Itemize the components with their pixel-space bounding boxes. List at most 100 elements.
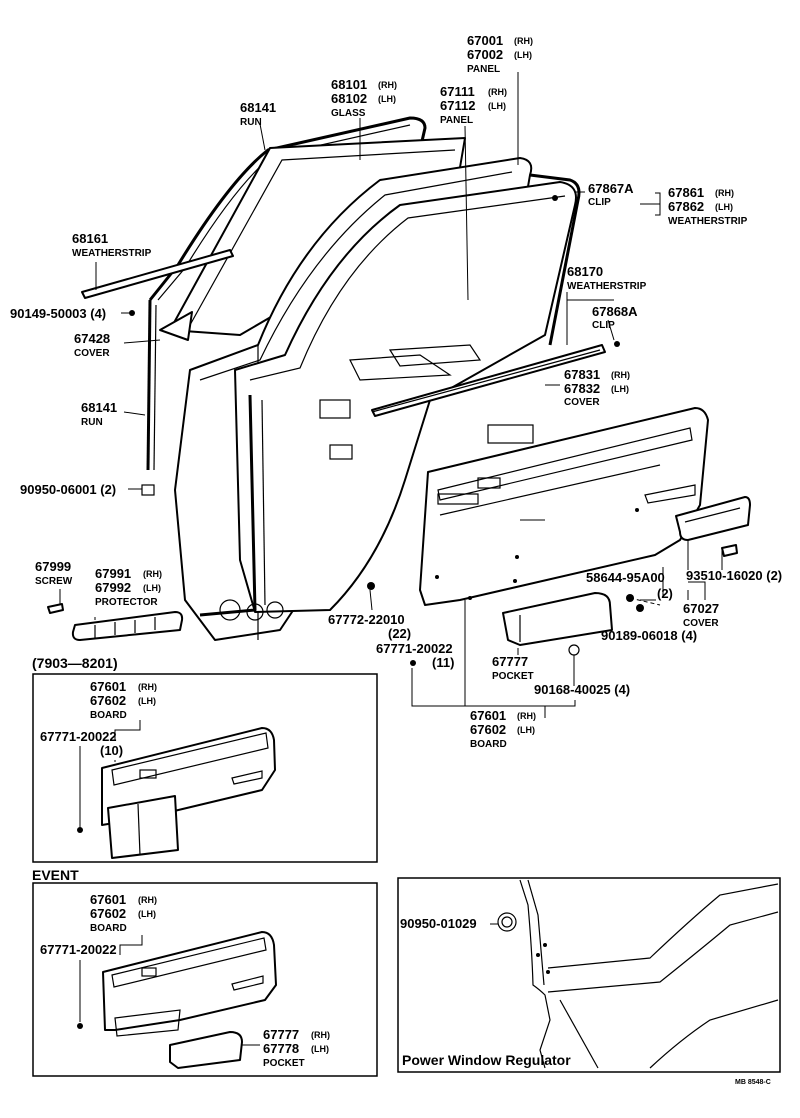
- callout-67992-sfx: (LH): [143, 583, 161, 593]
- callout-68101-num: 68101: [331, 77, 367, 92]
- callout-67602-num: 67602: [470, 722, 506, 737]
- svg-text:67868A: 67868A: [592, 304, 638, 319]
- callout-68102-name: GLASS: [331, 108, 366, 119]
- svg-text:(RH): (RH): [715, 188, 734, 198]
- screw-67999: [47, 603, 64, 614]
- box2-67778-sfx: (LH): [311, 1044, 329, 1054]
- svg-text:PANEL: PANEL: [467, 64, 500, 75]
- variant-box-7903-8201: (7903—8201) 67601 (RH) 67602 (LH) BOARD …: [32, 655, 378, 863]
- box1-67771-num: 67771-20022: [40, 729, 117, 744]
- callout-67991-sfx: (RH): [143, 569, 162, 579]
- clip-67771: [410, 660, 416, 666]
- front-run-strip: [146, 299, 152, 471]
- svg-text:Power Window Regulator: Power Window Regulator: [402, 1052, 571, 1068]
- svg-text:(2): (2): [657, 586, 673, 601]
- box2-67602-sfx: (LH): [138, 909, 156, 919]
- corner-cover: [159, 311, 193, 341]
- callout-67027-name: COVER: [683, 618, 719, 629]
- callout-67992-num: 67992: [95, 580, 131, 595]
- svg-text:90950-06001 (2): 90950-06001 (2): [20, 482, 116, 497]
- box2-67602-num: 67602: [90, 906, 126, 921]
- box2-67777-sfx: (RH): [311, 1030, 330, 1040]
- power-window-regulator-box: 90950-01029 Power Window Regulator: [397, 877, 781, 1073]
- callout-67868a-num: 67868A: [592, 304, 638, 319]
- callout-67601-sfx: (RH): [517, 711, 536, 721]
- callout-68101-sfx: (RH): [378, 80, 397, 90]
- svg-text:COVER: COVER: [683, 618, 719, 629]
- callout-67991-num: 67991: [95, 566, 131, 581]
- svg-text:BOARD: BOARD: [90, 710, 127, 721]
- callout-67832-num: 67832: [564, 381, 600, 396]
- svg-text:(RH): (RH): [143, 569, 162, 579]
- callout-67992-name: PROTECTOR: [95, 597, 158, 608]
- svg-text:CLIP: CLIP: [588, 197, 611, 208]
- svg-text:(LH): (LH): [378, 94, 396, 104]
- callout-67861-num: 67861: [668, 185, 704, 200]
- svg-text:(RH): (RH): [517, 711, 536, 721]
- callout-67771-num: 67771-20022: [376, 641, 453, 656]
- svg-text:67832: 67832: [564, 381, 600, 396]
- box1-heading: (7903—8201): [32, 655, 118, 671]
- callout-67999-num: 67999: [35, 559, 71, 574]
- callout-67772-num: 67772-22010: [328, 612, 405, 627]
- svg-text:(RH): (RH): [311, 1030, 330, 1040]
- svg-text:67772-22010: 67772-22010: [328, 612, 405, 627]
- callout-67001-num: 67001: [467, 33, 503, 48]
- map-pocket: [502, 592, 613, 646]
- callout-67862-sfx: (LH): [715, 202, 733, 212]
- clip-67867a: [552, 195, 558, 201]
- callout-67112-name: PANEL: [440, 115, 473, 126]
- svg-text:(LH): (LH): [311, 1044, 329, 1054]
- box2-67778-num: 67778: [263, 1041, 299, 1056]
- box2-67601-sfx: (RH): [138, 895, 157, 905]
- box2-pocket: [169, 1031, 243, 1069]
- svg-text:68170: 68170: [567, 264, 603, 279]
- box1-67601-sfx: (RH): [138, 682, 157, 692]
- svg-text:(RH): (RH): [138, 895, 157, 905]
- callout-67772-qty: (22): [388, 626, 411, 641]
- box2-67777-num: 67777: [263, 1027, 299, 1042]
- svg-text:(LH): (LH): [488, 101, 506, 111]
- svg-text:(LH): (LH): [138, 909, 156, 919]
- callout-90950a-num: 90950-06001 (2): [20, 482, 116, 497]
- svg-text:67861: 67861: [668, 185, 704, 200]
- svg-text:67002: 67002: [467, 47, 503, 62]
- svg-text:67992: 67992: [95, 580, 131, 595]
- callout-90189-num: 90189-06018 (4): [601, 628, 697, 643]
- box3-grommet: [497, 912, 517, 932]
- svg-text:(RH): (RH): [514, 36, 533, 46]
- svg-text:WEATHERSTRIP: WEATHERSTRIP: [668, 216, 748, 227]
- box1-67602-num: 67602: [90, 693, 126, 708]
- svg-text:68141: 68141: [240, 100, 276, 115]
- callout-67867a-name: CLIP: [588, 197, 611, 208]
- svg-text:68102: 68102: [331, 91, 367, 106]
- door-protector: [71, 611, 184, 641]
- svg-text:POCKET: POCKET: [492, 671, 534, 682]
- box3-title: Power Window Regulator: [402, 1052, 571, 1068]
- callout-67832-name: COVER: [564, 397, 600, 408]
- screw-93510: [721, 544, 738, 557]
- callout-67112-sfx: (LH): [488, 101, 506, 111]
- svg-text:67602: 67602: [90, 693, 126, 708]
- callout-68161-num: 68161: [72, 231, 108, 246]
- box1-pocket: [107, 795, 179, 859]
- svg-text:PANEL: PANEL: [440, 115, 473, 126]
- svg-text:WEATHERSTRIP: WEATHERSTRIP: [567, 281, 647, 292]
- svg-text:68101: 68101: [331, 77, 367, 92]
- callouts: 67001 (RH) 67002 (LH) PANEL 68101 (RH) 6…: [10, 33, 782, 750]
- svg-text:(7903—8201): (7903—8201): [32, 655, 118, 671]
- svg-text:67771-20022: 67771-20022: [40, 729, 117, 744]
- glass-run-channel: [148, 116, 427, 301]
- callout-67112-num: 67112: [440, 98, 475, 113]
- svg-text:(LH): (LH): [514, 50, 532, 60]
- svg-text:67601: 67601: [470, 708, 506, 723]
- callout-67001-sfx: (RH): [514, 36, 533, 46]
- door-trim-board: [419, 407, 709, 606]
- switch-cover: [675, 496, 751, 541]
- svg-text:(LH): (LH): [143, 583, 161, 593]
- box2-trim-board: [102, 931, 277, 1031]
- callout-67002-sfx: (LH): [514, 50, 532, 60]
- footer-code: MB 8548-C: [735, 1079, 771, 1086]
- svg-text:MB 8548-C: MB 8548-C: [735, 1079, 771, 1086]
